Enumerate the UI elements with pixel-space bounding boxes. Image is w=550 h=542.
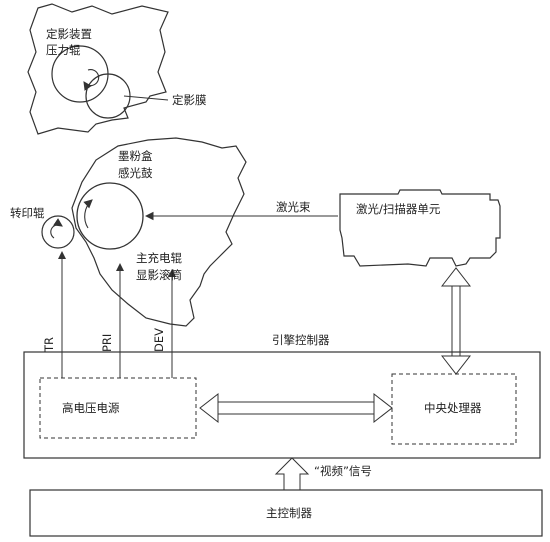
cpu-box <box>391 373 517 445</box>
engine-controller-label: 引擎控制器 <box>272 333 330 347</box>
fuser-unit-outline <box>27 3 169 135</box>
dev-signal-label: DEV <box>152 328 166 352</box>
primary-charge-roller-label: 主充电辊 <box>136 251 182 265</box>
high-voltage-power-label: 高电压电源 <box>62 401 120 415</box>
tr-signal-label: TR <box>42 336 56 352</box>
hv-cpu-link <box>199 392 393 424</box>
transfer-roller <box>41 215 75 249</box>
video-signal-label: “视频”信号 <box>314 464 372 478</box>
laser-scanner-unit-outline <box>339 189 501 267</box>
photosensitive-drum <box>76 182 144 250</box>
laser-scanner-unit-label: 激光/扫描器单元 <box>356 202 441 216</box>
pressure-roller-rotation-icon <box>83 69 100 91</box>
transfer-roller-label: 转印辊 <box>10 206 45 220</box>
toner-cartridge-label: 墨粉盒 <box>118 149 153 163</box>
cpu-label: 中央处理器 <box>424 401 482 415</box>
main-controller-label: 主控制器 <box>266 506 312 520</box>
transfer-roller-rotation-icon <box>50 218 63 239</box>
drum-rotation-icon <box>83 199 93 229</box>
high-voltage-power-box <box>39 377 197 439</box>
toner-cartridge-outline <box>71 137 247 327</box>
pri-signal-label: PRI <box>100 333 114 352</box>
main-controller-box <box>29 489 543 537</box>
fuser-label-line1: 定影装置 <box>46 27 92 41</box>
fuser-film-label: 定影膜 <box>172 93 207 107</box>
photosensitive-drum-label: 感光鼓 <box>118 166 153 180</box>
laser-beam-label: 激光束 <box>276 200 311 214</box>
video-signal-arrow <box>274 457 310 491</box>
engine-controller-box <box>23 351 541 459</box>
fuser-film-leader <box>123 95 169 101</box>
cpu-scanner-link <box>440 267 472 375</box>
fuser-label-line2: 压力辊 <box>46 43 81 57</box>
fuser-film-roller <box>85 73 131 119</box>
developer-cylinder-label: 显影滚筒 <box>136 268 182 282</box>
